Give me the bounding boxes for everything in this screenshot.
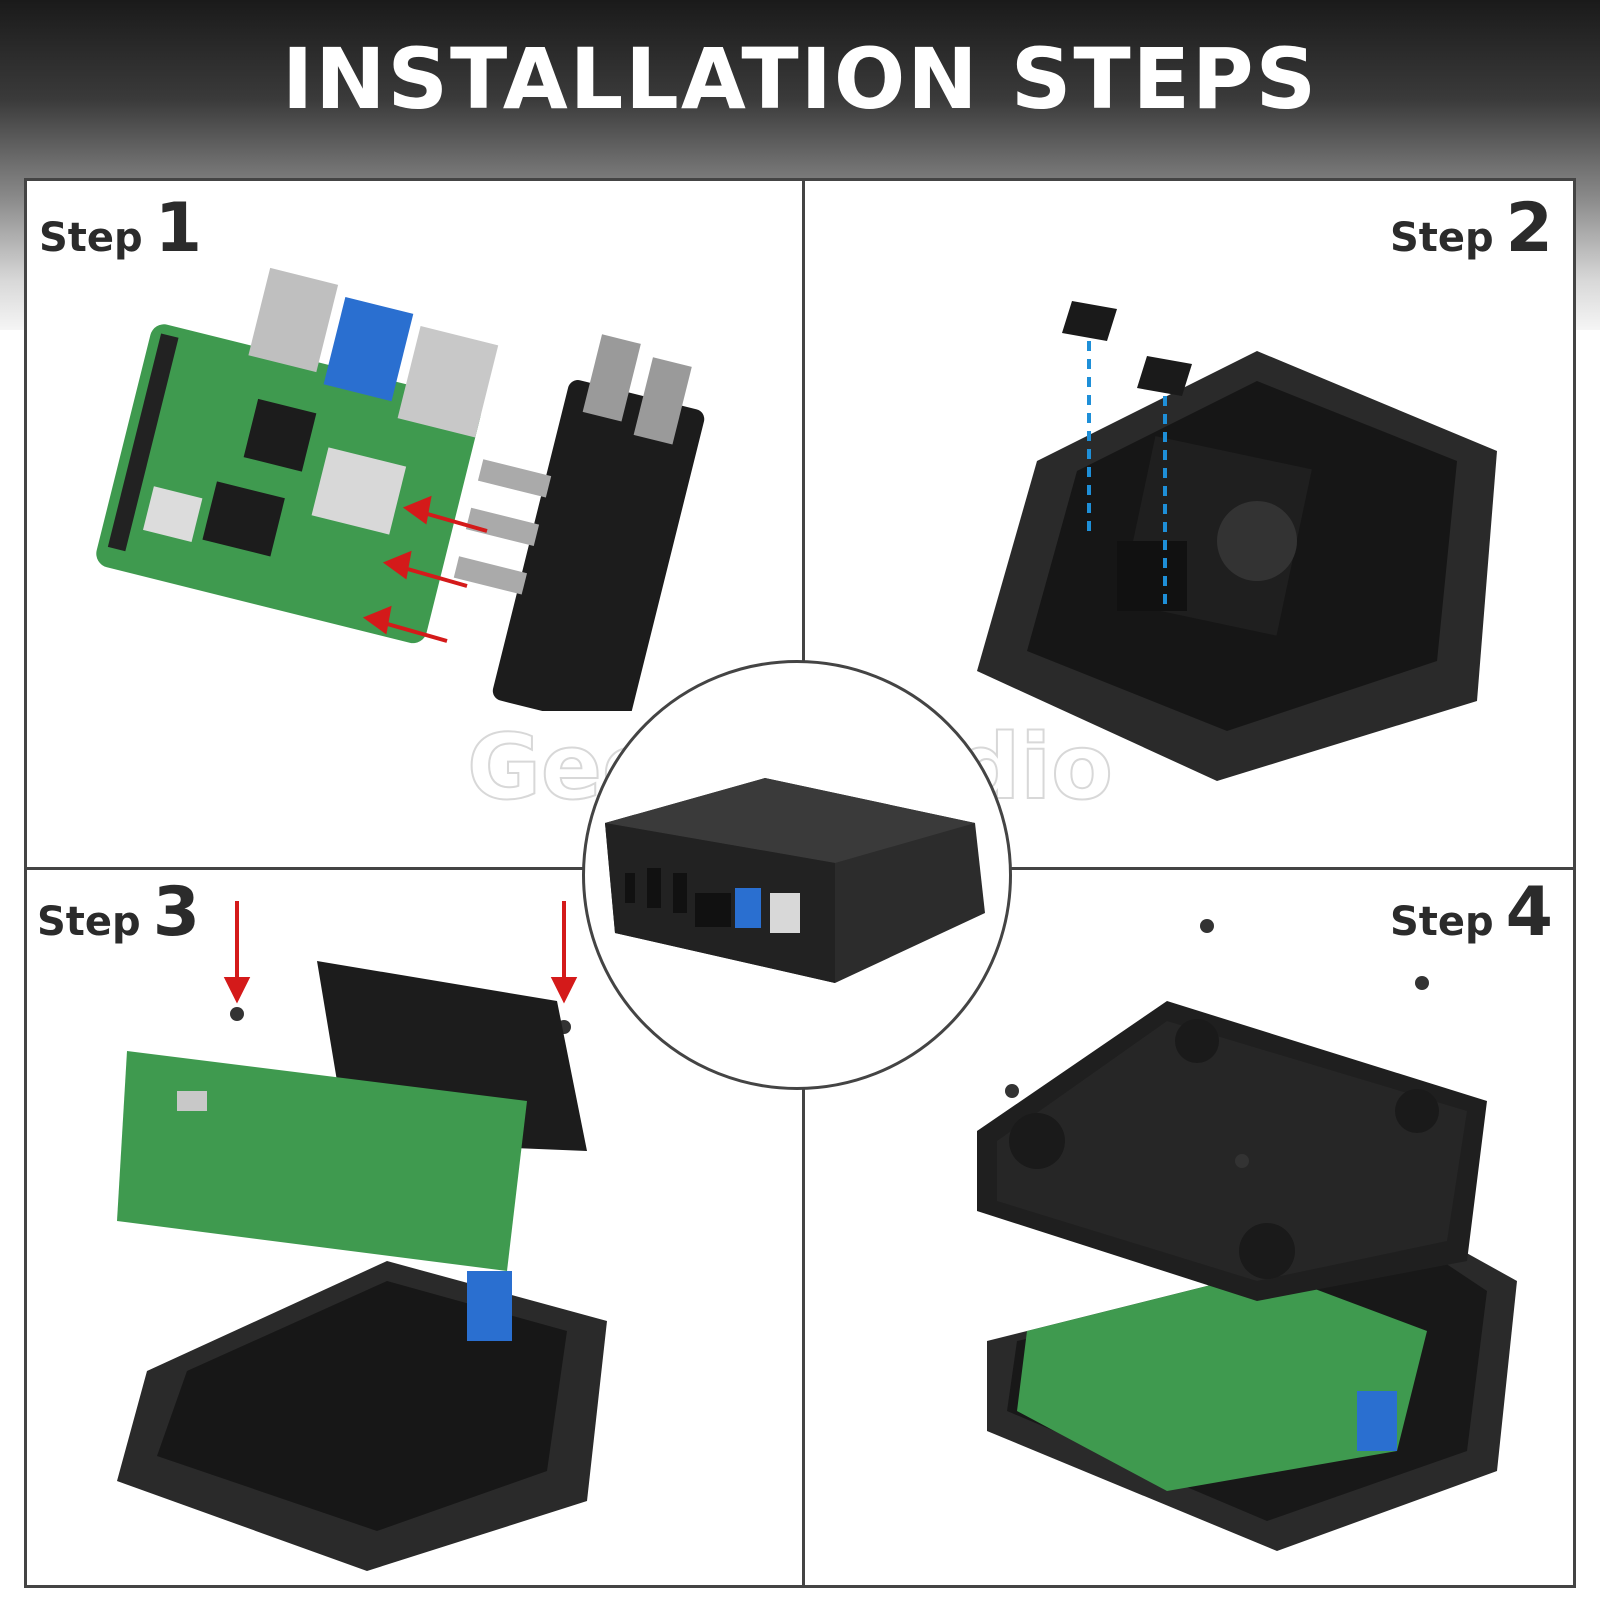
raspberry-pi-board	[96, 267, 499, 644]
case-lid	[977, 1001, 1487, 1301]
step-3-word: Step	[37, 899, 141, 945]
thermal-pads	[1062, 301, 1192, 396]
assembled-case-illustration	[605, 778, 985, 983]
step-4-number: 4	[1505, 873, 1553, 952]
step-3-illustration	[117, 901, 607, 1571]
page-title: INSTALLATION STEPS	[281, 30, 1319, 128]
assembled-case-badge	[582, 660, 1012, 1090]
case-base	[117, 1261, 607, 1571]
pi-board-inverted	[117, 1051, 527, 1341]
step-2-illustration	[977, 301, 1497, 781]
step-2-number: 2	[1505, 189, 1553, 268]
steps-grid: Step 1 Step 2 Step 3 Step 4	[24, 178, 1576, 1588]
step-1-label: Step 1	[39, 189, 202, 268]
step-1-number: 1	[154, 189, 203, 268]
pi-board-installed	[1017, 1271, 1427, 1491]
step-4-illustration	[977, 919, 1517, 1551]
step-2-label: Step 2	[1390, 189, 1553, 268]
step-4-label: Step 4	[1390, 873, 1553, 952]
lid-screws	[1005, 919, 1429, 1168]
step-4-word: Step	[1389, 899, 1494, 945]
step-1-word: Step	[39, 215, 143, 261]
screw-arrows	[223, 901, 578, 1004]
hdmi-adapter-board	[453, 334, 705, 711]
step-3-label: Step 3	[37, 873, 200, 952]
step-1-illustration	[96, 267, 705, 711]
screw-left	[230, 1007, 244, 1021]
insert-arrows	[362, 495, 488, 643]
open-case	[977, 351, 1497, 781]
step-2-word: Step	[1389, 215, 1494, 261]
step-3-number: 3	[152, 873, 201, 952]
guide-lines	[1087, 341, 1167, 611]
